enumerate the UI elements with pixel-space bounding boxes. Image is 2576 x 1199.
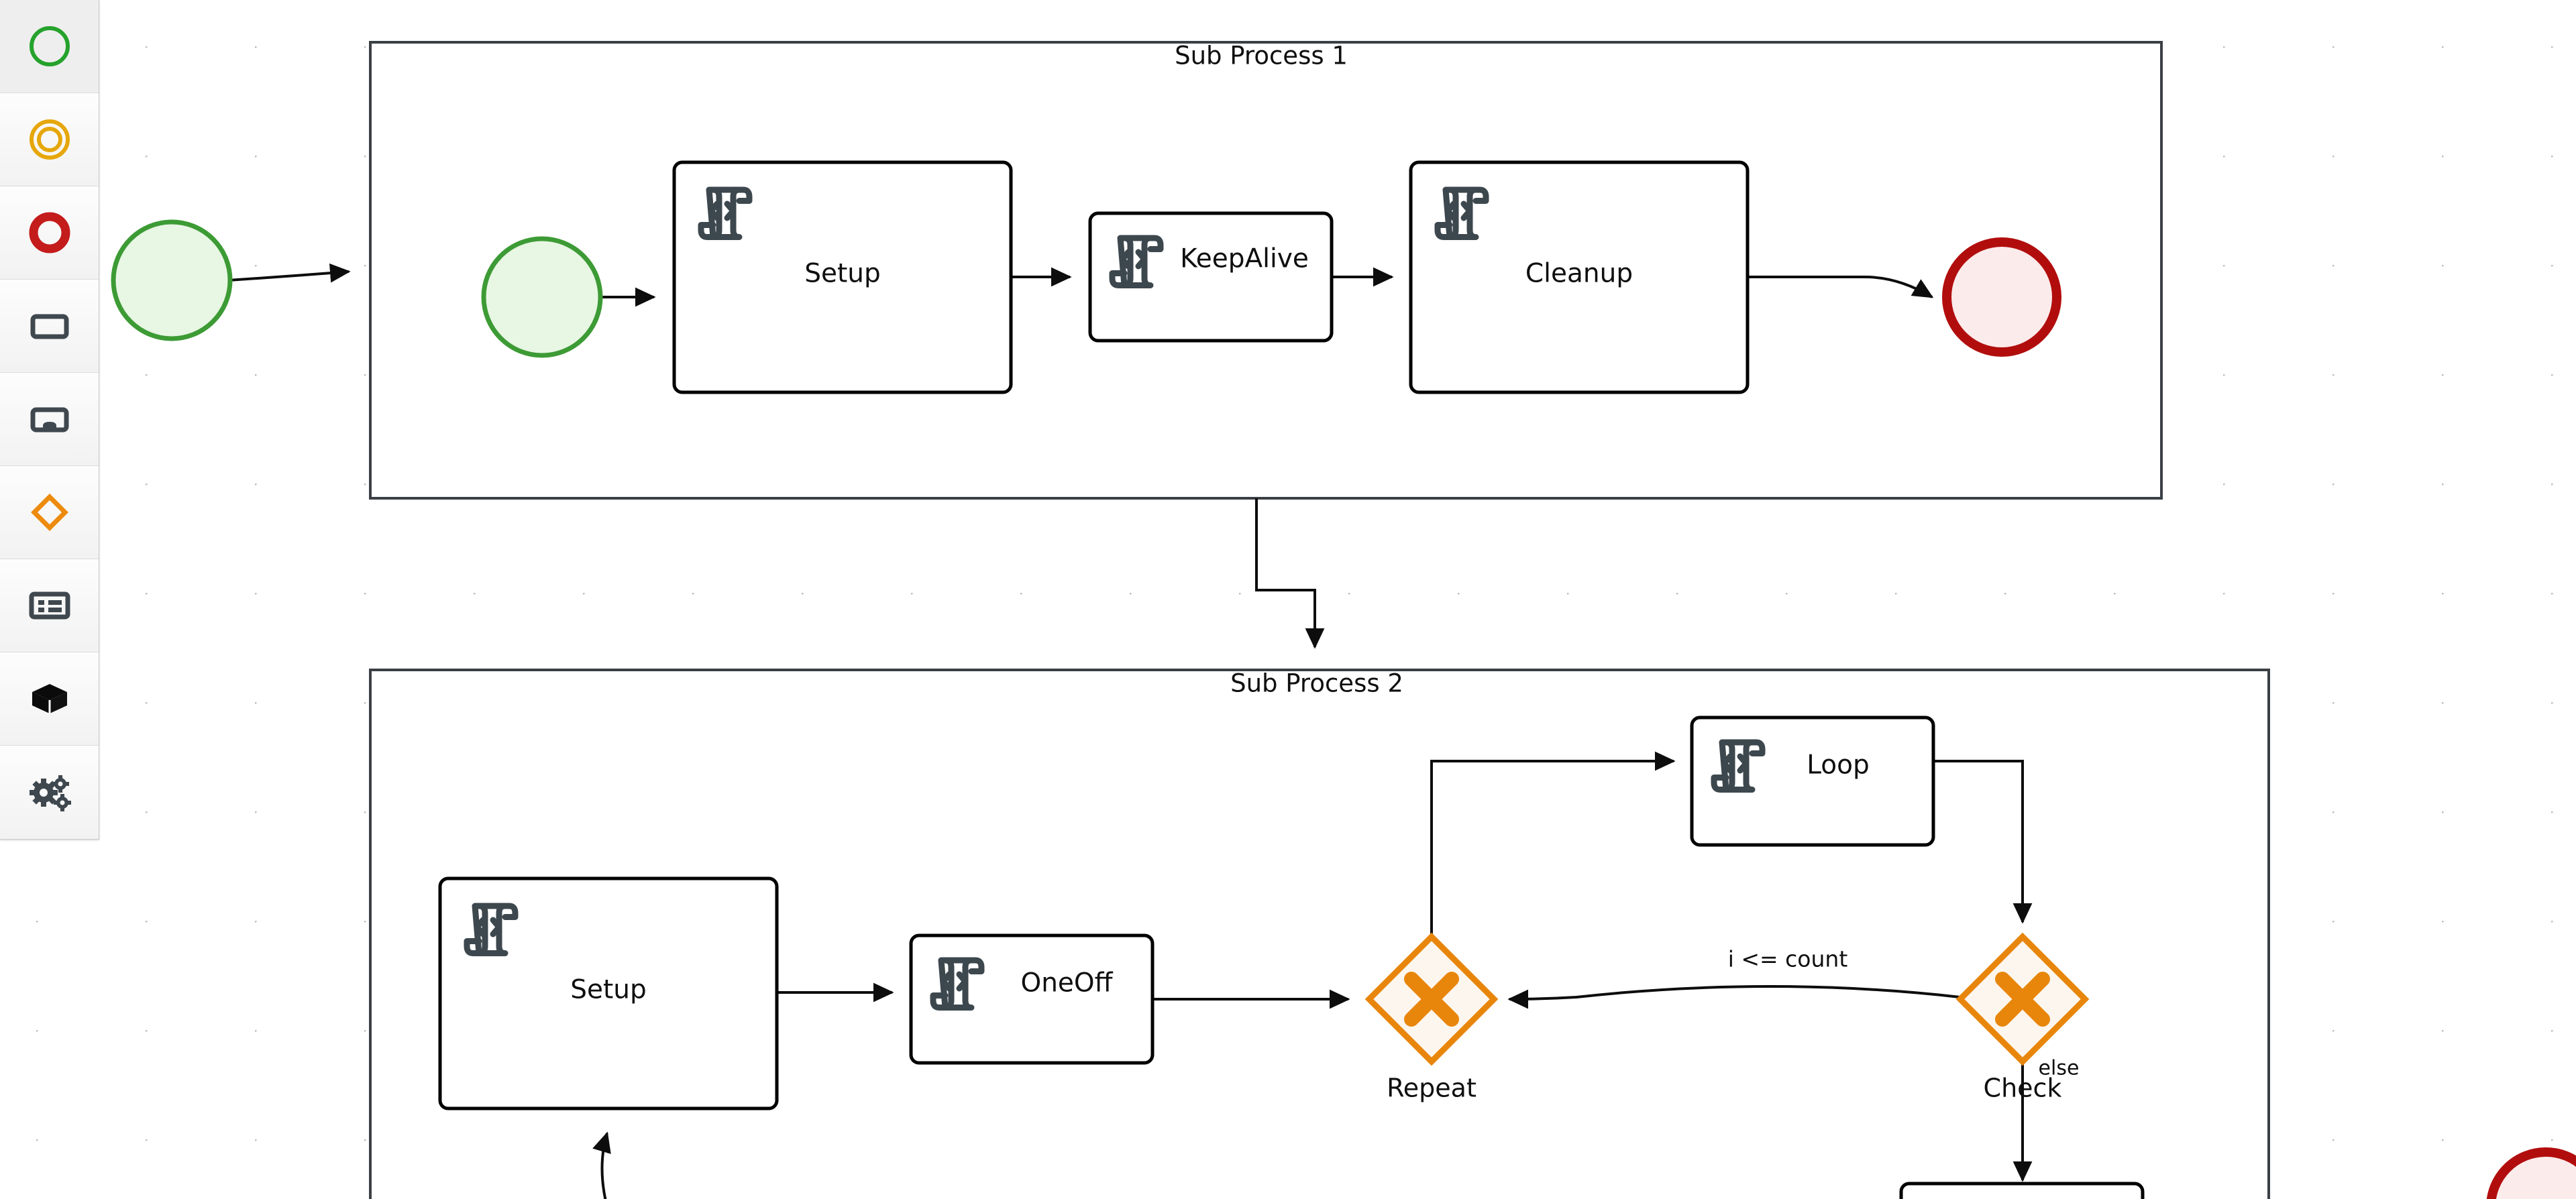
flow-sp1-to-sp2[interactable] [1255,498,1325,649]
task-sp2-setup[interactable]: Setup [438,876,779,1110]
palette-item-start-event[interactable] [0,0,99,93]
task-label: Cleanup [1525,259,1633,289]
flow-repeat-to-loop[interactable] [1430,751,1676,937]
task-label: OneOff [1021,968,1114,998]
task-label: Setup [570,975,647,1005]
flow-into-sp2-setup[interactable] [592,1131,611,1199]
pool-label-sub-process-2: Sub Process 2 [1230,669,1403,698]
intermediate-event-icon [25,115,74,164]
flow-label-else: else [2039,1057,2080,1080]
gateway-label: Repeat [1387,1074,1477,1103]
element-palette[interactable] [0,0,99,840]
palette-item-user-task[interactable] [0,373,99,466]
task-sp1-keepalive[interactable]: KeepAlive [1088,211,1334,343]
pool-label-sub-process-1: Sub Process 1 [1175,42,1348,70]
event-sp1-end[interactable] [1942,237,2061,357]
group-icon [25,675,74,723]
task-sp2-loop[interactable]: Loop [1690,716,1935,847]
gateway-label: Check [1984,1074,2062,1103]
palette-item-intermediate-event[interactable] [0,93,99,186]
task-sp1-setup[interactable]: Setup [672,160,1013,394]
flow-loop-to-check[interactable] [1933,760,2033,924]
task-sp2-oneoff[interactable]: OneOff [909,933,1155,1065]
task-label: KeepAlive [1180,244,1309,274]
task-sp2-bottom[interactable] [1899,1182,2145,1199]
gateway-check[interactable]: Check [1955,932,2090,1103]
gateway-repeat[interactable]: Repeat [1364,932,1499,1103]
flow-start-to-sp1[interactable] [227,263,351,283]
task-label: Loop [1807,750,1870,781]
palette-item-gateway[interactable] [0,466,99,559]
event-sp1-start[interactable] [481,236,603,358]
gateway-icon [25,488,74,536]
event-sp2-end-partial[interactable] [2486,1147,2576,1199]
flow-label-condition: i <= count [1728,946,1848,972]
palette-item-end-event[interactable] [0,186,99,280]
end-event-icon [25,209,74,257]
sub-process-icon [25,768,74,817]
task-icon [25,302,74,350]
task-sp1-cleanup[interactable]: Cleanup [1409,160,1750,394]
event-outer-start[interactable] [111,219,233,341]
task-label: Setup [804,259,881,289]
user-task-icon [25,395,74,443]
palette-item-task[interactable] [0,280,99,373]
start-event-icon [25,22,74,70]
flow-cleanup-to-end[interactable] [1748,276,1934,298]
palette-item-group[interactable] [0,652,99,746]
palette-item-data-object[interactable] [0,559,99,652]
flow-check-to-repeat[interactable] [1507,985,1961,1009]
palette-item-sub-process[interactable] [0,746,99,839]
data-object-icon [25,581,74,630]
